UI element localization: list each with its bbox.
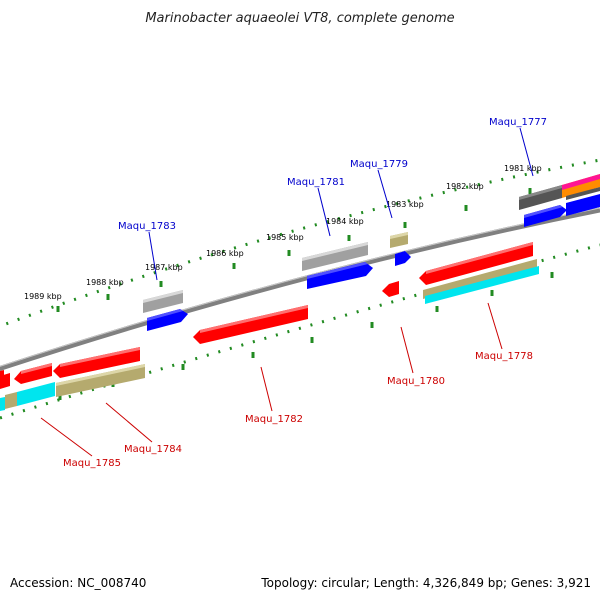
backbone-highlight: [0, 207, 600, 367]
cds-maqu-1778-top: [426, 242, 533, 274]
gene-label-maqu-1781: Maqu_1781: [287, 177, 345, 188]
gene-next-dark: [566, 187, 600, 200]
gene-next-magenta: [562, 174, 600, 190]
gene-label-maqu-1777: Maqu_1777: [489, 117, 547, 128]
gene-maqu-1781[interactable]: [302, 242, 368, 271]
gene-label-maqu-1784: Maqu_1784: [124, 444, 182, 455]
cds-maqu-1785-top: [21, 363, 52, 374]
cds-maqu-1778[interactable]: [419, 242, 533, 285]
cds-maqu-1777-top: [524, 205, 563, 218]
accession-text: Accession: NC_008740: [10, 576, 146, 590]
gene-maqu-1777-top: [519, 185, 562, 200]
cds-left-edge-2: [0, 370, 4, 384]
gene-maqu-1783-top: [143, 290, 183, 303]
gene-maqu-1784[interactable]: [56, 364, 145, 397]
tick-label: 1988 kbp: [86, 278, 124, 287]
cds-maqu-1782-top: [200, 305, 308, 333]
gene-label-maqu-1778: Maqu_1778: [475, 351, 533, 362]
tick-label: 1986 kbp: [206, 249, 244, 258]
tick-label: 1981 kbp: [504, 164, 542, 173]
gene-label-maqu-1782: Maqu_1782: [245, 414, 303, 425]
inner-tick-ring: [0, 243, 600, 420]
tick-label: 1984 kbp: [326, 217, 364, 226]
cds-maqu-1781[interactable]: [307, 262, 373, 289]
cds-maqu-1784[interactable]: [53, 347, 140, 378]
gene-left-edge: [0, 397, 5, 411]
gene-maqu-1777[interactable]: [519, 185, 562, 210]
gene-maqu-1784-top: [56, 364, 145, 386]
forward-leader-lines: [148, 127, 534, 281]
gene-label-maqu-1785: Maqu_1785: [63, 458, 121, 469]
gene-maqu-1783[interactable]: [143, 290, 183, 313]
reverse-leader-lines: [40, 302, 503, 457]
cds-maqu-1779[interactable]: [395, 251, 411, 266]
cds-maqu-1781-top: [307, 262, 368, 279]
gene-maqu-1781-top: [302, 242, 368, 261]
gene-maqu-1778[interactable]: [423, 259, 537, 299]
tick-label: 1985 kbp: [266, 233, 304, 242]
cds-maqu-1782[interactable]: [193, 305, 308, 344]
tick-label: 1987 kbp: [145, 263, 183, 272]
tick-label: 1983 kbp: [386, 200, 424, 209]
cds-maqu-1783-top: [147, 309, 183, 321]
cds-maqu-1777[interactable]: [524, 205, 567, 227]
gene-label-maqu-1783: Maqu_1783: [118, 221, 176, 232]
cds-maqu-1784-top: [60, 347, 140, 367]
backbone: [0, 207, 600, 372]
gene-maqu-1778-cyan[interactable]: [425, 266, 539, 304]
inner-major-ticks: [58, 272, 554, 400]
map-title: Marinobacter aquaeolei VT8, complete gen…: [145, 11, 454, 26]
tick-label: 1989 kbp: [24, 292, 62, 301]
gene-label-maqu-1780: Maqu_1780: [387, 376, 445, 387]
cds-next: [566, 194, 600, 216]
outer-major-ticks: [56, 188, 532, 312]
cds-maqu-1780[interactable]: [382, 281, 399, 297]
tick-label: 1982 kbp: [446, 182, 484, 191]
gene-maqu-1785-b[interactable]: [5, 392, 17, 409]
genome-stats-text: Topology: circular; Length: 4,326,849 bp…: [260, 576, 591, 590]
gene-label-maqu-1779: Maqu_1779: [350, 159, 408, 170]
cds-maqu-1783[interactable]: [147, 309, 188, 331]
gene-maqu-1779-top: [390, 232, 408, 239]
gene-maqu-1785[interactable]: [17, 382, 55, 406]
